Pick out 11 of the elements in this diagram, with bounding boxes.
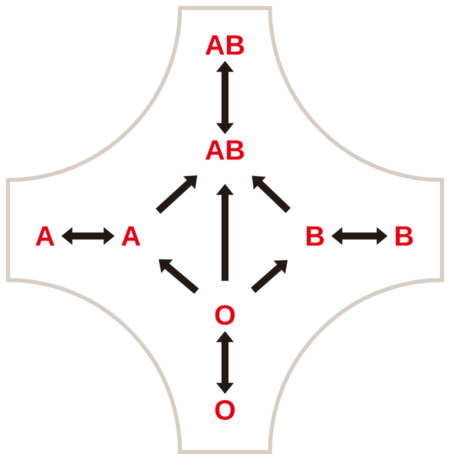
blood-type-label: AB <box>205 35 244 55</box>
arrow <box>156 175 198 214</box>
blood-type-label: AB <box>205 140 244 160</box>
blood-type-label: B <box>396 226 413 246</box>
blood-type-label: B <box>306 226 324 246</box>
blood-type-label: A <box>122 226 140 246</box>
blood-type-label: O <box>215 305 235 325</box>
blood-type-label: A <box>36 226 54 246</box>
arrow <box>158 259 199 294</box>
blood-type-label: O <box>215 400 235 420</box>
cross-shape <box>6 6 444 454</box>
